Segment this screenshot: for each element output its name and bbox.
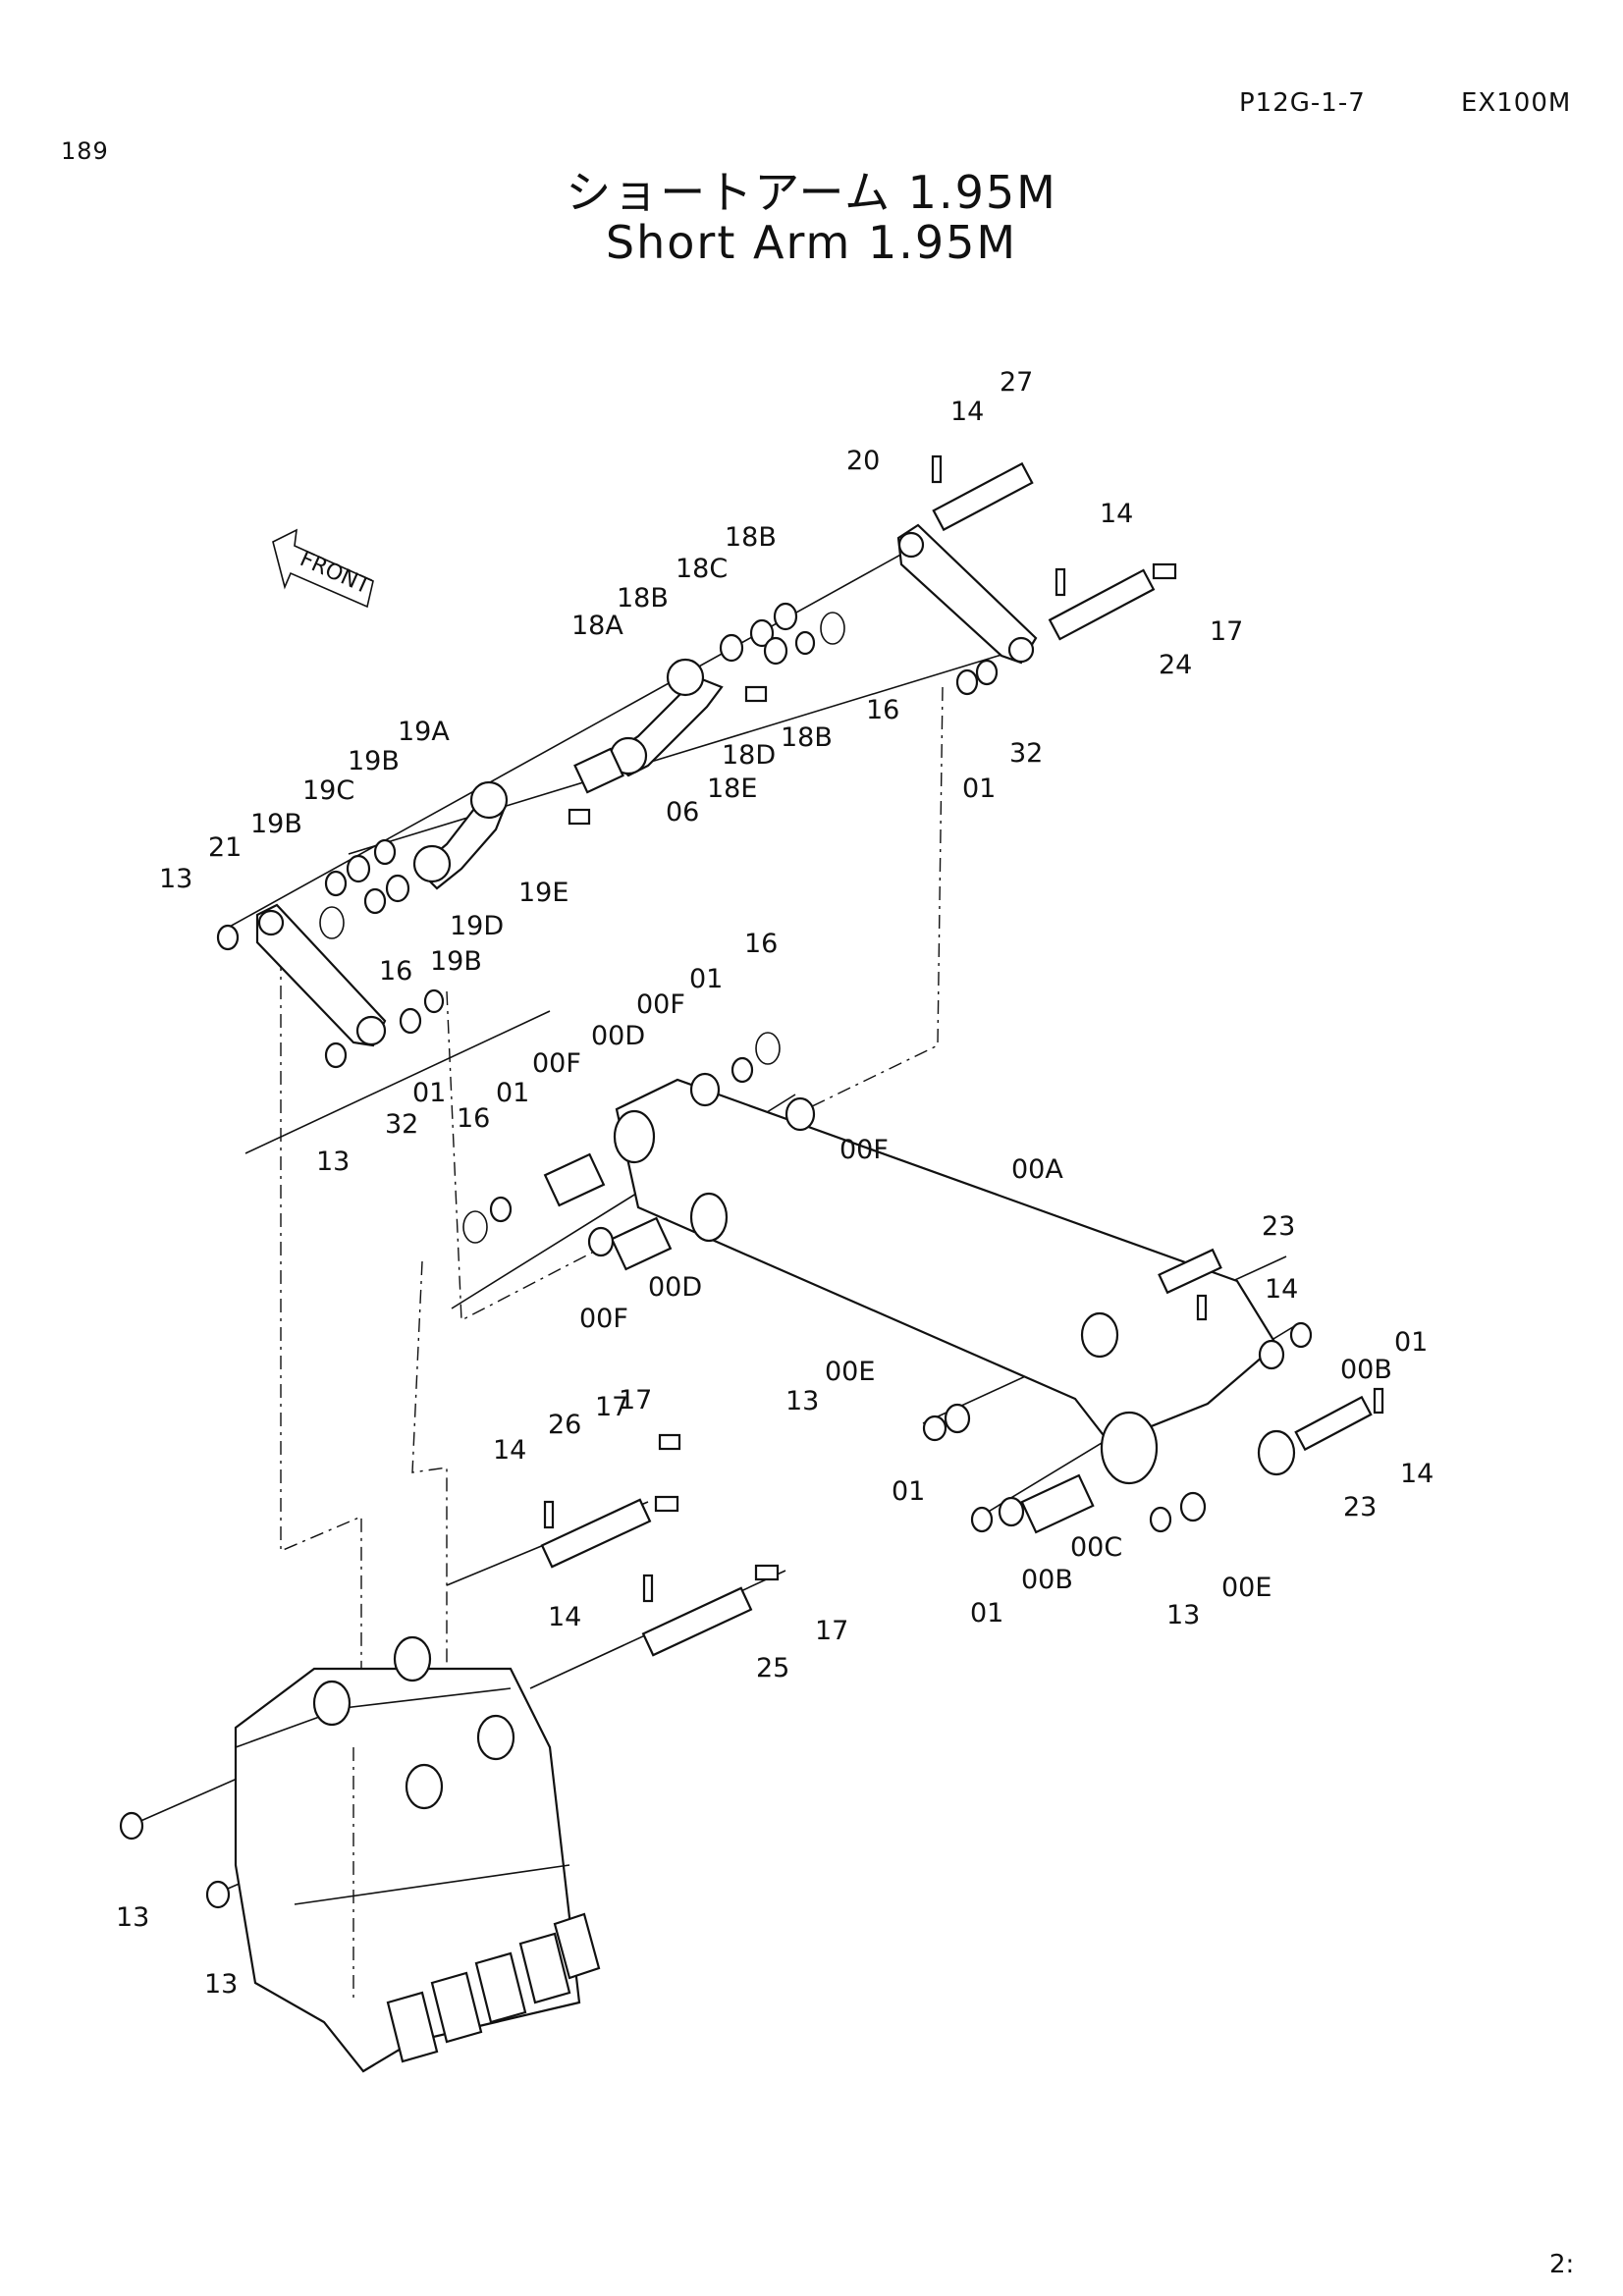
part-label: 19D — [450, 911, 504, 941]
side-link-19a — [412, 780, 509, 890]
part-label: 18B — [725, 522, 777, 553]
part-label: 00F — [839, 1135, 889, 1165]
part-label: 25 — [756, 1653, 789, 1683]
page-number: 189 — [61, 137, 109, 165]
grease-fittings — [543, 454, 1384, 1603]
link-21 — [255, 903, 387, 1047]
part-label: 14 — [950, 397, 984, 427]
part-label: 14 — [1400, 1459, 1434, 1489]
part-label: 19B — [348, 746, 400, 776]
part-label: 01 — [1394, 1327, 1428, 1358]
part-label: 00E — [825, 1357, 875, 1387]
page-corner-number: 2: — [1549, 2250, 1575, 2279]
part-label: 01 — [689, 964, 723, 994]
part-label: 14 — [1100, 499, 1133, 529]
model-code: EX100M — [1461, 88, 1572, 118]
part-label: 13 — [204, 1969, 238, 2000]
part-label: 21 — [208, 832, 242, 863]
part-label: 00C — [1070, 1532, 1122, 1563]
part-label: 00F — [636, 989, 685, 1020]
part-label: 19E — [518, 878, 568, 908]
bushings-and-rings — [119, 602, 1313, 1909]
part-label: 13 — [116, 1902, 149, 1933]
part-label: 01 — [970, 1598, 1003, 1629]
part-label: 19A — [398, 717, 450, 747]
part-label: 19C — [302, 775, 354, 806]
part-label: 01 — [962, 774, 996, 804]
part-label: 16 — [866, 695, 899, 725]
part-label: 17 — [595, 1392, 628, 1422]
part-label: 16 — [379, 956, 412, 987]
part-label: 00D — [591, 1021, 645, 1051]
part-label: 16 — [744, 929, 778, 959]
part-label: 13 — [785, 1386, 819, 1416]
part-label: 19B — [250, 809, 302, 839]
part-label: 00E — [1221, 1573, 1271, 1603]
part-label: 14 — [548, 1602, 581, 1632]
part-label: 13 — [1166, 1600, 1200, 1630]
part-labels: 14 27 20 14 18B 18C 18B 18A 17 24 16 18B… — [116, 367, 1434, 2000]
side-link-18a — [607, 658, 724, 777]
part-label: 14 — [1265, 1274, 1298, 1305]
part-label: 13 — [316, 1147, 350, 1177]
part-label: 32 — [385, 1109, 418, 1140]
part-label: 18C — [676, 554, 728, 584]
part-label: 17 — [1210, 616, 1243, 647]
part-label: 00B — [1340, 1355, 1392, 1385]
part-label: 19B — [430, 946, 482, 977]
part-label: 17 — [619, 1385, 652, 1415]
part-label: 24 — [1159, 650, 1192, 680]
part-label: 00F — [579, 1304, 628, 1334]
part-label: 01 — [892, 1476, 925, 1507]
part-label: 18B — [781, 722, 833, 753]
part-label: 01 — [412, 1078, 446, 1108]
front-label: FRONT — [297, 547, 374, 600]
front-arrow-icon: FRONT — [272, 528, 374, 609]
part-label: 18D — [722, 740, 776, 771]
part-label: 16 — [457, 1103, 490, 1134]
part-label: 00B — [1021, 1565, 1073, 1595]
part-label: 00A — [1011, 1154, 1063, 1185]
part-label: 01 — [496, 1078, 529, 1108]
arm-body — [613, 1078, 1296, 1485]
part-label: 23 — [1262, 1211, 1295, 1242]
bucket — [234, 1635, 601, 2073]
part-label: 13 — [159, 864, 192, 894]
link-20 — [896, 523, 1038, 665]
part-label: 26 — [548, 1410, 581, 1440]
doc-code: P12G-1-7 — [1239, 88, 1366, 118]
part-label: 20 — [846, 446, 880, 476]
part-label: 00D — [648, 1272, 702, 1303]
part-label: 32 — [1009, 738, 1043, 769]
part-label: 23 — [1343, 1492, 1377, 1522]
part-label: 14 — [493, 1435, 526, 1466]
title-japanese: ショートアーム 1.95M — [566, 166, 1057, 219]
part-label: 18B — [617, 583, 669, 614]
part-label: 18A — [571, 611, 623, 641]
part-label: 27 — [1000, 367, 1033, 398]
part-label: 00F — [532, 1048, 581, 1079]
part-label: 17 — [815, 1616, 848, 1646]
part-label: 18E — [707, 774, 757, 804]
part-label: 06 — [666, 797, 699, 828]
pins — [540, 461, 1373, 1657]
title-english: Short Arm 1.95M — [605, 216, 1018, 269]
